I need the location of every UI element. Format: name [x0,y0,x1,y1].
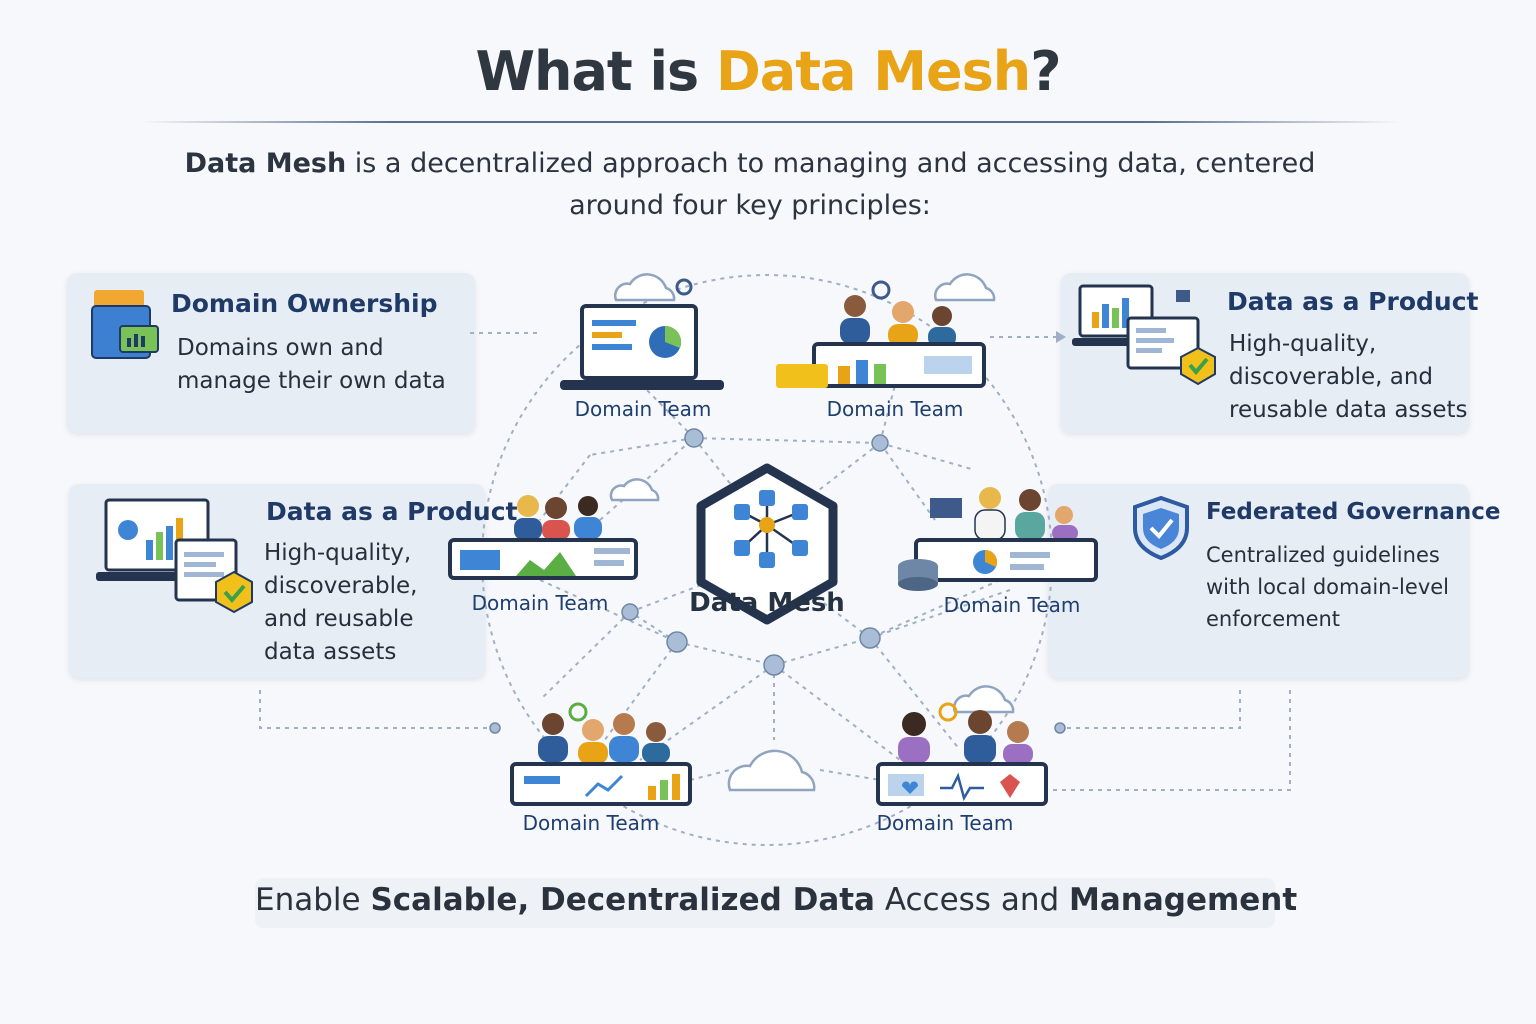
team-mid-left-people-icon [448,495,638,580]
cloud-icon [613,273,676,302]
page-title: What is Data Mesh? [0,40,1536,103]
cloud-icon [609,478,660,502]
federated-governance-desc: Centralized guidelines with local domain… [1206,539,1449,635]
team-label-mid-left: Domain Team [471,591,609,615]
intro-rest: is a decentralized approach to managing … [346,148,1316,221]
data-product-right-desc: High-quality, discoverable, and reusable… [1229,328,1468,427]
footer-part: Access and [874,882,1069,918]
desc-line: with local domain-level [1206,575,1449,599]
team-label-top-left: Domain Team [574,397,712,421]
mesh-nodes [489,428,1066,734]
card-federated-governance [1048,484,1469,678]
team-mid-right-people-icon [898,487,1098,591]
monitor-dashboard-icon [96,498,238,602]
domain-ownership-title: Domain Ownership [171,289,438,318]
title-highlight: Data Mesh [715,40,1031,103]
team-bottom-left-people-icon [510,702,692,806]
domain-ownership-desc: Domains own and manage their own data [177,332,446,398]
hub-label: Data Mesh [689,588,845,618]
data-product-right-title: Data as a Product [1227,287,1479,316]
team-label-bottom-right: Domain Team [876,811,1014,835]
team-bottom-right-people-icon [876,702,1048,806]
desc-line: High-quality, [1229,331,1377,357]
team-label-bottom-left: Domain Team [522,811,660,835]
laptop-analytics-icon [1072,284,1200,370]
team-top-left-laptop-icon [560,278,724,390]
checkmark-badge-icon [215,570,253,614]
arrow-head-icon [1056,331,1066,343]
desc-line: reusable data assets [1229,397,1468,423]
desc-line: discoverable, [264,573,418,599]
governance-shield-icon [1133,495,1189,561]
footer-tagline: Enable Scalable, Decentralized Data Acce… [255,882,1297,918]
cloud-icon [727,749,816,792]
federated-governance-title: Federated Governance [1206,499,1501,525]
desc-line: and reusable [264,606,414,632]
team-label-top-right: Domain Team [826,397,964,421]
desc-line: enforcement [1206,607,1341,631]
desc-line: discoverable, and [1229,364,1434,390]
cloud-icon [952,685,1015,714]
footer-part-bold: Management [1069,882,1298,918]
desc-line: manage their own data [177,368,446,394]
title-divider [140,121,1400,123]
intro-bold: Data Mesh [184,148,347,179]
cloud-icons [609,273,1015,792]
desc-line: data assets [264,639,397,665]
desc-line: Domains own and [177,335,384,361]
desc-line: Centralized guidelines [1206,543,1440,567]
folder-icon [91,290,159,359]
title-suffix: ? [1030,40,1061,103]
checkmark-shield-icon [1180,346,1216,386]
desc-line: High-quality, [264,540,412,566]
data-mesh-hub-icon [696,463,838,625]
footer-bar [255,878,1275,928]
team-top-right-people-icon [776,280,986,388]
cloud-icon [933,273,996,302]
intro-text: Data Mesh is a decentralized approach to… [150,143,1350,227]
data-product-left-title: Data as a Product [266,497,518,526]
footer-part: Enable [255,882,371,918]
data-product-left-desc: High-quality, discoverable, and reusable… [264,537,417,669]
team-label-mid-right: Domain Team [943,593,1081,617]
footer-part-bold: Scalable, Decentralized Data [370,882,875,918]
title-prefix: What is [475,40,716,103]
